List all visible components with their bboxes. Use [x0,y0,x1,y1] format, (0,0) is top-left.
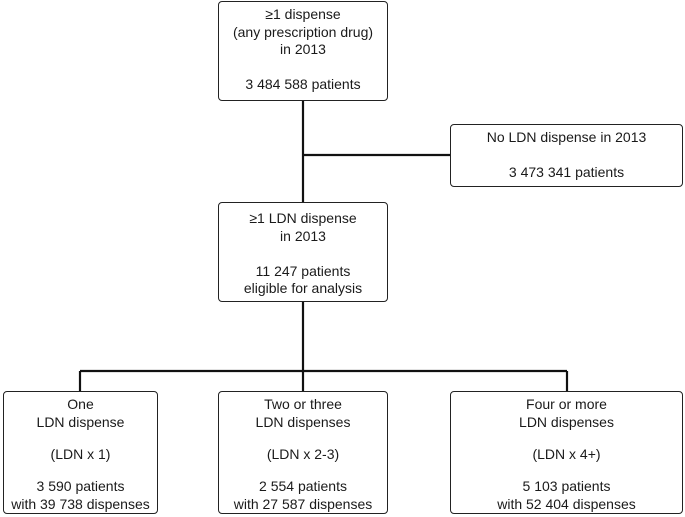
box-text: No LDN dispense in 2013 [486,129,647,145]
box-text: One [67,396,94,412]
box-text: Four or more [526,396,607,412]
dispense-count: with 52 404 dispenses [497,495,636,512]
box-text: LDN dispenses [519,413,614,430]
two-or-three-ldn-dispenses-box: Two or three LDN dispenses (LDN x 2-3) 2… [218,391,388,514]
one-ldn-dispense-box: One LDN dispense (LDN x 1) 3 590 patient… [3,391,158,514]
patient-count: 2 554 patients [259,478,347,494]
dispense-count: with 39 738 dispenses [11,495,150,512]
group-code: (LDN x 2-3) [266,445,340,462]
box-text: ≥1 dispense [265,6,341,22]
box-text: in 2013 [280,227,326,244]
patient-count: 3 484 588 patients [245,76,361,92]
patient-count: 5 103 patients [522,478,611,494]
any-prescription-box: ≥1 dispense (any prescription drug) in 2… [218,1,388,101]
no-ldn-dispense-box: No LDN dispense in 2013 3 473 341 patien… [450,124,683,187]
box-text: (any prescription drug) [232,23,374,40]
patient-count: 3 473 341 patients [508,164,625,180]
patient-count: 11 247 patients [255,262,351,279]
dispense-count: with 27 587 dispenses [233,495,373,512]
box-text: LDN dispense [36,413,125,430]
group-code: (LDN x 1) [50,445,111,462]
box-text: in 2013 [280,41,326,57]
ldn-dispense-box: ≥1 LDN dispense in 2013 11 247 patients … [218,202,388,302]
box-text: ≥1 LDN dispense [249,210,357,226]
patient-count: 3 590 patients [36,478,125,494]
box-text: LDN dispenses [255,413,351,430]
box-text: Two or three [264,396,342,412]
group-code: (LDN x 4+) [532,445,601,462]
four-or-more-ldn-dispenses-box: Four or more LDN dispenses (LDN x 4+) 5 … [450,391,683,514]
box-text: eligible for analysis [243,280,363,296]
